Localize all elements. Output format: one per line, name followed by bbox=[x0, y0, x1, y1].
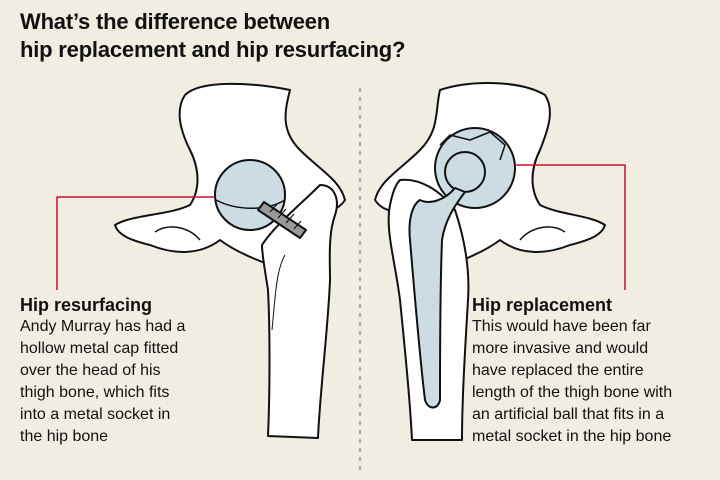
caption-line: more invasive and would bbox=[472, 340, 649, 357]
cap-screw bbox=[257, 201, 307, 239]
artificial-ball bbox=[444, 151, 486, 193]
caption-line: metal socket in the hip bone bbox=[472, 428, 672, 445]
right-hip-illustration bbox=[374, 82, 626, 441]
page-title: What’s the difference between hip replac… bbox=[20, 8, 405, 64]
title-line-2: hip replacement and hip resurfacing? bbox=[20, 37, 406, 62]
femoral-stem bbox=[408, 187, 466, 409]
caption-line: an artificial ball that fits in a bbox=[472, 406, 665, 423]
caption-line: length of the thigh bone with bbox=[472, 384, 673, 401]
title-line-1: What’s the difference between bbox=[20, 9, 330, 34]
caption-line: thigh bone, which fits bbox=[20, 384, 170, 401]
caption-line: have replaced the entire bbox=[472, 362, 644, 379]
caption-line: over the head of his bbox=[20, 362, 161, 379]
pointer-resurfacing bbox=[56, 196, 215, 290]
left-femur bbox=[261, 184, 338, 439]
caption-line: hollow metal cap fitted bbox=[20, 340, 179, 357]
caption-line: Andy Murray has had a bbox=[20, 318, 186, 335]
caption-line: the hip bone bbox=[20, 428, 109, 445]
caption-line: into a metal socket in bbox=[20, 406, 171, 423]
hip-replacement-heading: Hip replacement bbox=[472, 295, 613, 315]
caption-line: This would have been far bbox=[472, 318, 651, 335]
left-hip-illustration bbox=[56, 82, 346, 439]
hip-replacement-caption: Hip replacement This would have been far… bbox=[472, 294, 720, 448]
hip-resurfacing-caption: Hip resurfacing Andy Murray has had a ho… bbox=[20, 294, 260, 448]
hip-resurfacing-heading: Hip resurfacing bbox=[20, 295, 153, 315]
pointer-replacement bbox=[515, 164, 626, 290]
